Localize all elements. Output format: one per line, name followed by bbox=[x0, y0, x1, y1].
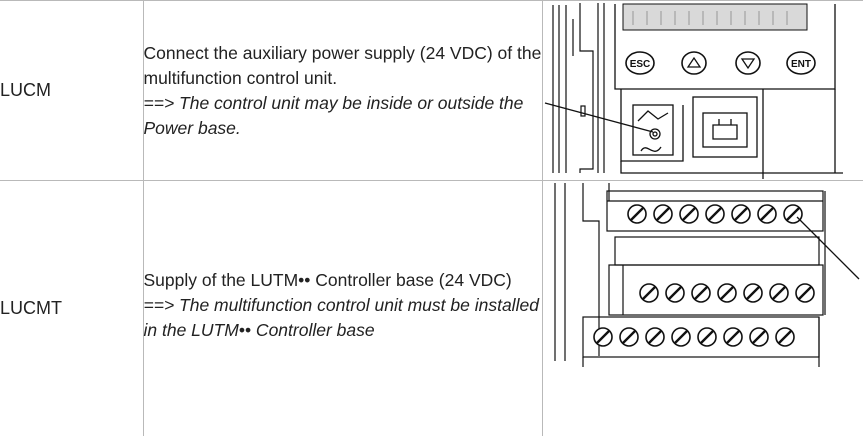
up-key bbox=[682, 52, 706, 74]
table-row-lucmt: LUCMT Supply of the LUTM•• Controller ba… bbox=[0, 181, 863, 436]
product-code: LUCMT bbox=[0, 181, 143, 436]
table-row-lucm: LUCM Connect the auxiliary power supply … bbox=[0, 1, 863, 181]
instruction-note: ==> The control unit may be inside or ou… bbox=[144, 91, 542, 141]
lucm-illustration: ESC ENT bbox=[543, 1, 863, 180]
lucmt-illustration-cell bbox=[542, 181, 863, 436]
esc-key-label: ESC bbox=[629, 59, 650, 70]
instruction-text: Connect the auxiliary power supply (24 V… bbox=[144, 41, 542, 91]
lucm-illustration-cell: ESC ENT bbox=[542, 1, 863, 181]
description-cell: Connect the auxiliary power supply (24 V… bbox=[143, 1, 542, 181]
down-key bbox=[736, 52, 760, 74]
description-cell: Supply of the LUTM•• Controller base (24… bbox=[143, 181, 542, 436]
ent-key-label: ENT bbox=[791, 59, 811, 70]
instruction-note: ==> The multifunction control unit must … bbox=[144, 293, 542, 343]
instruction-text: Supply of the LUTM•• Controller base (24… bbox=[144, 268, 542, 293]
lucmt-illustration bbox=[543, 181, 863, 436]
product-code: LUCM bbox=[0, 1, 143, 181]
